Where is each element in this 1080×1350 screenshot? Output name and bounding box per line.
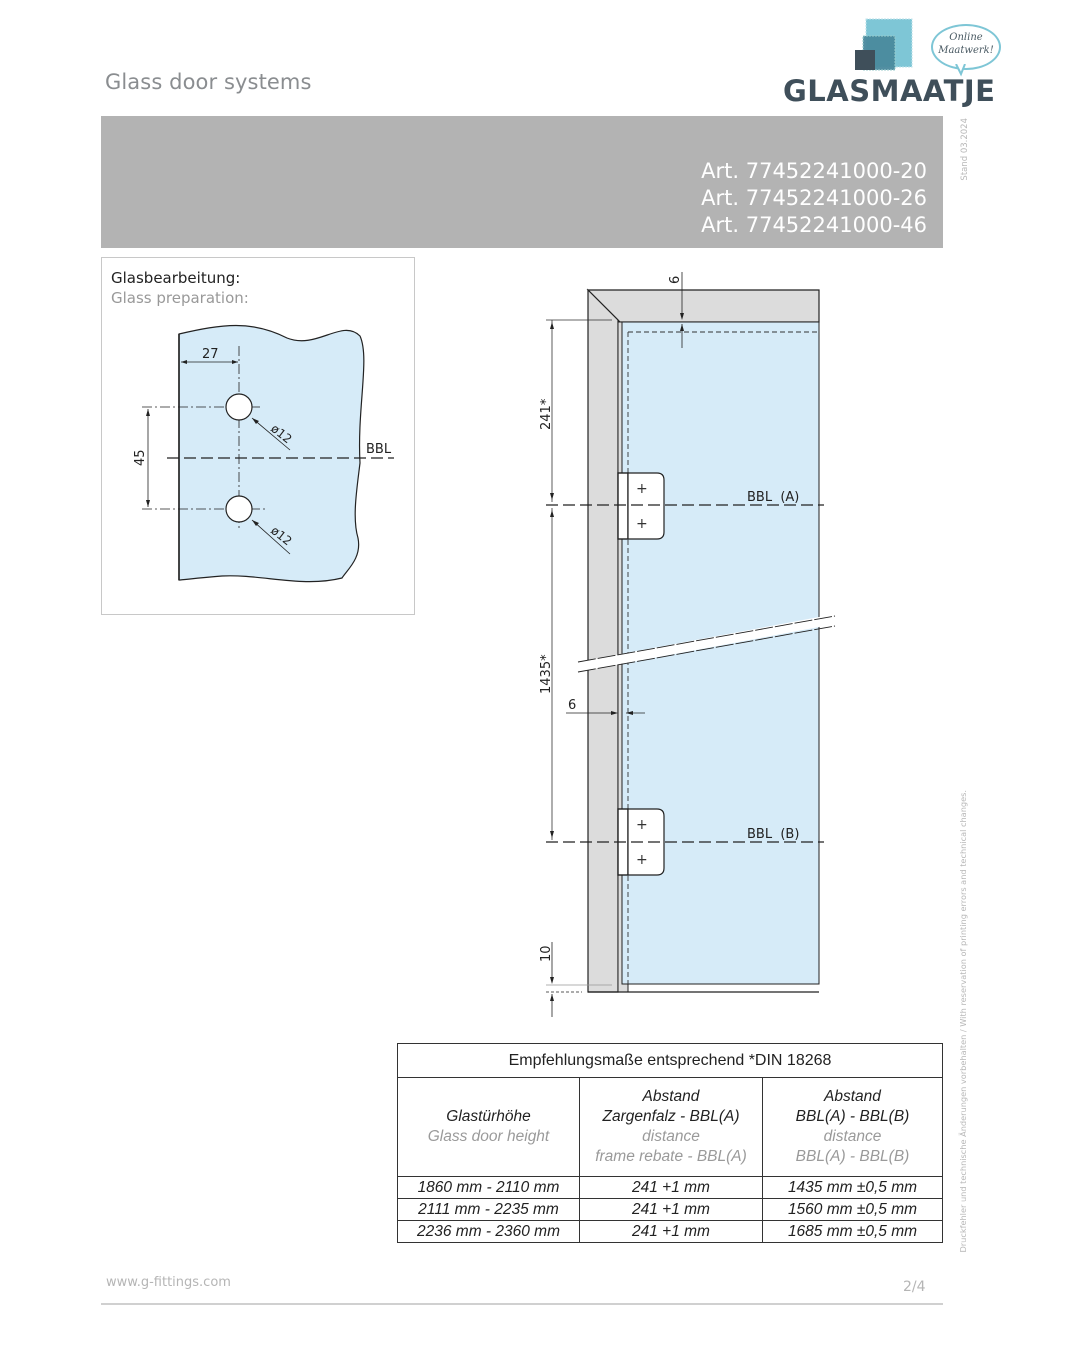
website-link[interactable]: www.g-fittings.com [106, 1275, 231, 1290]
stand-date: Stand 03.2024 [960, 118, 970, 181]
dim-1435: 1435* [539, 654, 554, 694]
logo-squares-icon [855, 18, 913, 71]
bubble-tail-icon [955, 64, 966, 77]
dim-45: 45 [133, 449, 148, 466]
recommended-dimensions-table: Empfehlungsmaße entsprechend *DIN 18268 … [397, 1043, 943, 1243]
svg-text:+: + [636, 516, 648, 532]
glass-prep-title-de: Glasbearbeitung: [111, 269, 241, 287]
col-header-frame-rebate: Abstand Zargenfalz - BBL(A) distance fra… [579, 1077, 763, 1177]
logo-wordmark: GLASMAATJE [783, 74, 996, 108]
col-header-door-height: Glastürhöhe Glass door height [397, 1077, 580, 1177]
frame-left [587, 288, 619, 993]
svg-text:+: + [636, 852, 648, 868]
dim-27: 27 [202, 347, 219, 362]
dim-241: 241* [539, 398, 554, 430]
document-title: Glass door systems [105, 70, 312, 94]
bubble-line2: Maatwerk! [938, 45, 994, 56]
article-number-2: Art. 77452241000-26 [701, 186, 927, 210]
article-number-3: Art. 77452241000-46 [701, 213, 927, 237]
page-number: 2/4 [903, 1279, 926, 1295]
glasmaatje-logo[interactable]: Online Maatwerk! GLASMAATJE [783, 14, 1008, 108]
glass-pane-shape [178, 324, 365, 583]
table-row: 2111 mm - 2235 mm 241 +1 mm 1560 mm ±0,5… [397, 1198, 943, 1221]
col-header-bbl-distance: Abstand BBL(A) - BBL(B) distance BBL(A) … [762, 1077, 943, 1177]
hole-1 [225, 393, 253, 421]
footer-divider [101, 1303, 943, 1305]
frame-drawing: 6 241* + + BBL (A) 1435* 6 + + BBL (B) 1… [539, 272, 836, 1017]
glass-prep-drawing: 27 ø12 BBL ø12 45 [133, 324, 394, 583]
glass-prep-title-en: Glass preparation: [111, 289, 249, 307]
bbl-b-label: BBL (B) [747, 827, 799, 842]
glass-preparation-panel: Glasbearbeitung: Glass preparation: 27 ø… [101, 257, 415, 615]
break-band [578, 614, 835, 672]
online-maatwerk-bubble: Online Maatwerk! [931, 24, 1001, 70]
dim-bottom-10: 10 [539, 945, 554, 962]
article-banner: Art. 77452241000-20 Art. 77452241000-26 … [101, 116, 943, 248]
svg-text:+: + [636, 481, 648, 497]
frame-top [586, 289, 820, 323]
table-title: Empfehlungsmaße entsprechend *DIN 18268 [397, 1043, 943, 1078]
disclaimer: Druckfehler und technische Änderungen vo… [958, 790, 968, 1253]
article-number-1: Art. 77452241000-20 [701, 159, 927, 183]
bbl-a-label: BBL (A) [747, 490, 799, 505]
table-row: 2236 mm - 2360 mm 241 +1 mm 1685 mm ±0,5… [397, 1220, 943, 1243]
bbl-label: BBL [366, 442, 392, 457]
hinge-a: + + [617, 472, 665, 540]
svg-text:+: + [636, 817, 648, 833]
dim-side-6: 6 [568, 698, 576, 713]
table-row: 1860 mm - 2110 mm 241 +1 mm 1435 mm ±0,5… [397, 1176, 943, 1199]
hole-2 [225, 495, 253, 523]
bubble-line1: Online [949, 32, 983, 43]
dim-top-6: 6 [668, 276, 683, 284]
